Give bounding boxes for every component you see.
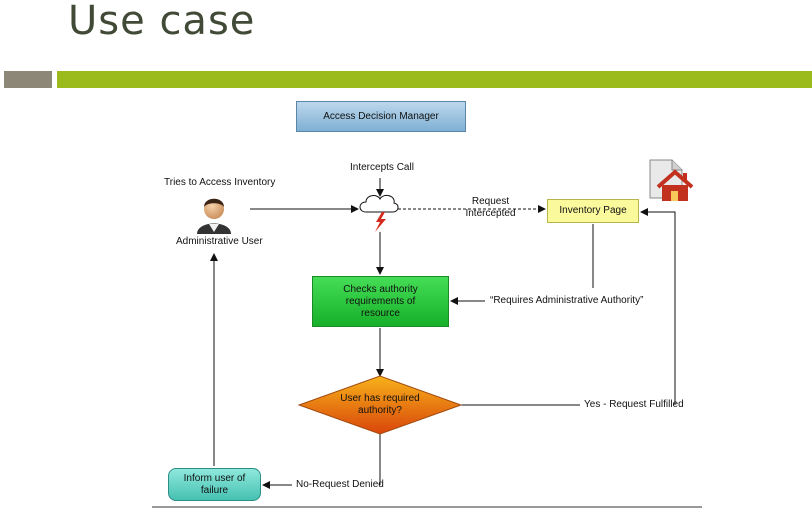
inventory-page-box: Inventory Page bbox=[547, 199, 639, 223]
yes-to-inventory-arrow bbox=[640, 208, 676, 405]
decision-diamond bbox=[297, 375, 463, 435]
user-avatar-icon bbox=[197, 198, 231, 234]
inventory-page-label: Inventory Page bbox=[559, 205, 627, 216]
request-intercepted-label: Request Intercepted bbox=[465, 196, 516, 219]
decision-label: User has required authority? bbox=[340, 393, 420, 416]
title-side-bar bbox=[4, 71, 52, 88]
intercepts-call-label: Intercepts Call bbox=[350, 162, 414, 173]
checks-authority-label: Checks authority requirements of resourc… bbox=[343, 283, 418, 319]
access-decision-manager-label: Access Decision Manager bbox=[323, 110, 439, 122]
tries-to-access-label: Tries to Access Inventory bbox=[164, 177, 276, 188]
connectors bbox=[210, 178, 676, 489]
actor-label: Administrative User bbox=[176, 236, 263, 247]
decision-label-wrap: User has required authority? bbox=[330, 391, 430, 419]
checks-authority-box: Checks authority requirements of resourc… bbox=[312, 276, 449, 327]
access-decision-manager-box: Access Decision Manager bbox=[296, 101, 466, 132]
inform-user-label: Inform user of failure bbox=[183, 472, 246, 496]
home-page-icon bbox=[649, 159, 694, 201]
requires-admin-label: “Requires Administrative Authority” bbox=[490, 295, 644, 306]
interceptor-cloud-icon bbox=[359, 194, 399, 232]
inform-user-box: Inform user of failure bbox=[168, 468, 261, 501]
yes-fulfilled-label: Yes - Request Fulfilled bbox=[584, 399, 684, 410]
slide-title: Use case bbox=[68, 0, 256, 44]
title-accent-bar bbox=[57, 71, 812, 88]
lightning-icon bbox=[375, 212, 386, 232]
no-denied-label: No-Request Denied bbox=[296, 479, 384, 490]
